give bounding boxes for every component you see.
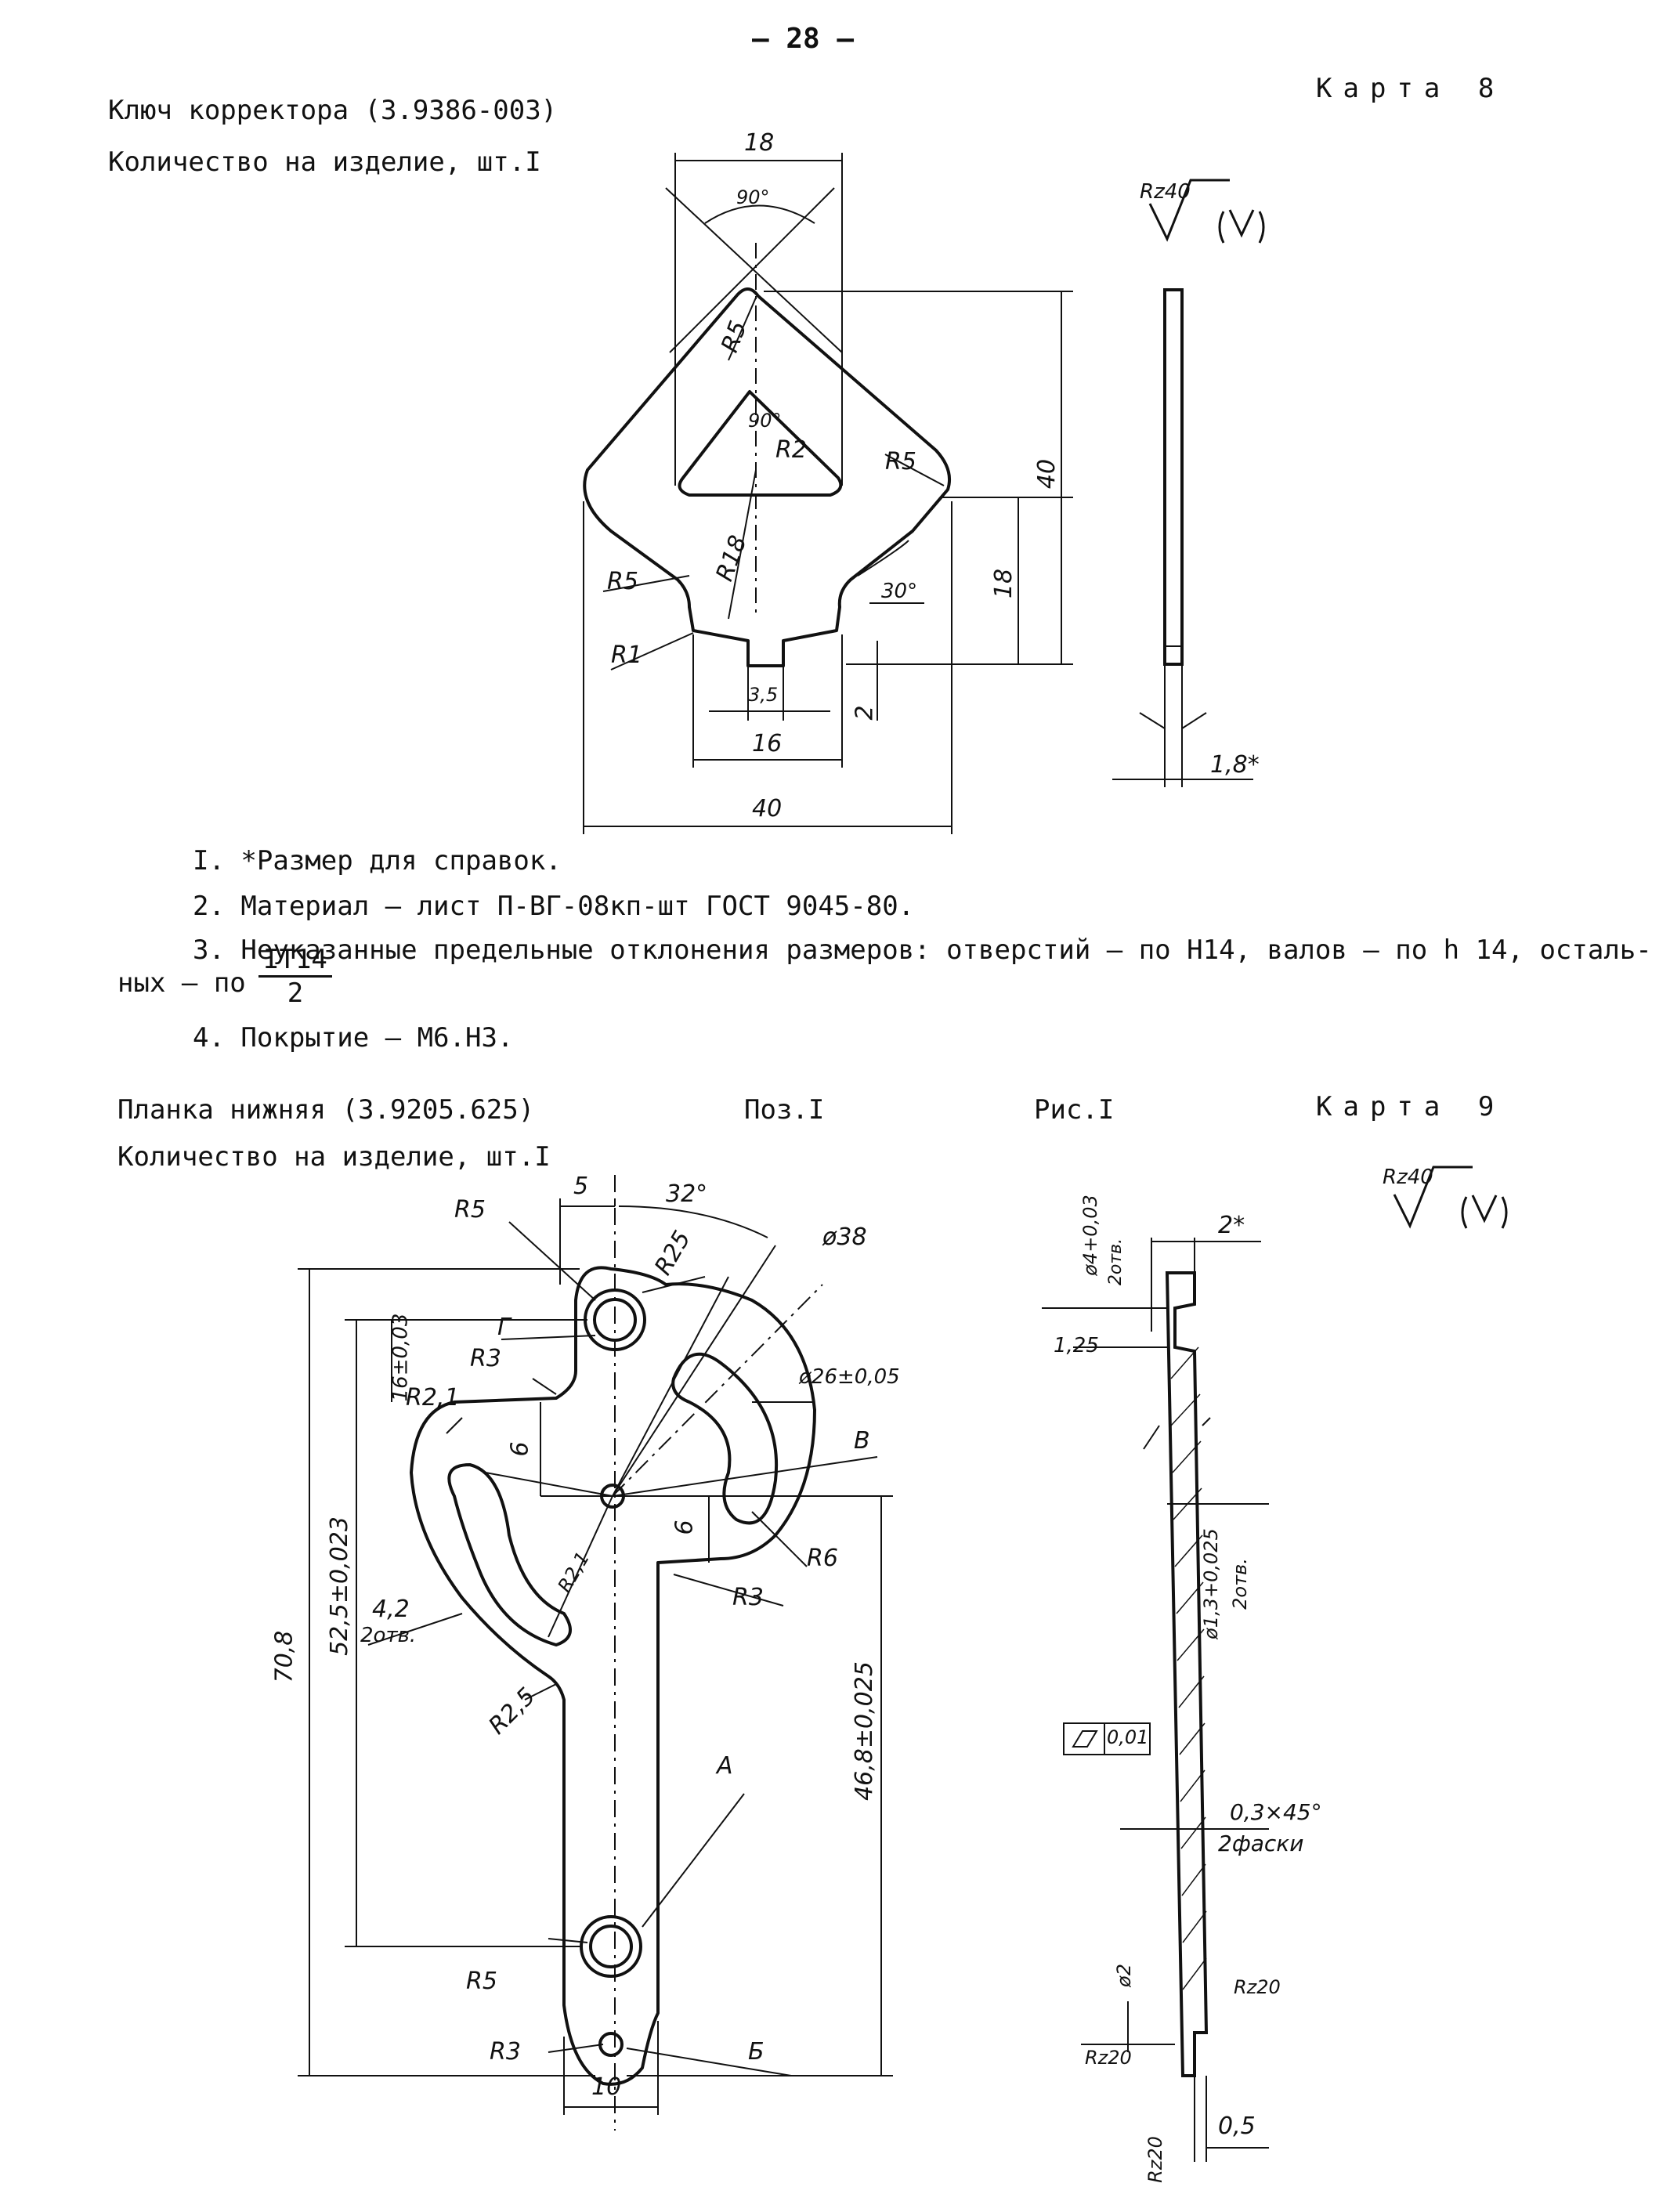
dim-125: 1,25 [1054, 1334, 1099, 1357]
dim-r5-bot: R5 [466, 1968, 497, 1995]
dim-2: 2* [1218, 1212, 1245, 1239]
card9-quantity: Количество на изделие, шт.I [117, 1141, 551, 1173]
dim-d4b: 2отв. [1106, 1238, 1126, 1286]
flatness-value: 0,01 [1107, 1726, 1149, 1748]
key-outline [583, 287, 952, 667]
dim-angle-30: 30° [881, 580, 918, 603]
dim-r5-top: R5 [454, 1196, 486, 1223]
card8-label: Карта 8 [1316, 73, 1506, 104]
dim-468: 46,8±0,025 [850, 1661, 878, 1801]
note-3-cont: ных – по [117, 967, 246, 999]
dim-d13: ø1,3+0,025 [1199, 1528, 1222, 1639]
page-number: – 28 – [752, 23, 855, 55]
dim-r3-c: R3 [490, 2038, 521, 2066]
rough-20a: Rz20 [1234, 1976, 1281, 1998]
dim-chamf-b: 2фаски [1218, 1831, 1304, 1856]
dim-slot-width: 3,5 [748, 684, 779, 706]
note-3-fraction: IT14 2 [258, 944, 332, 1009]
dim-chamf: 0,3×45° [1230, 1799, 1322, 1825]
dim-5: 5 [573, 1173, 589, 1200]
hole-b [598, 2032, 624, 2057]
dim-radius-left: R5 [607, 568, 638, 595]
card8-roughness: Rz40 [1140, 180, 1191, 204]
dim-r3-b: R3 [732, 1584, 764, 1611]
dim-total-width: 40 [752, 795, 783, 822]
dim-d4: ø4+0,03 [1079, 1195, 1101, 1276]
dim-d26: ø26±0,05 [799, 1365, 900, 1389]
card9-roughness: Rz40 [1383, 1166, 1433, 1189]
dim-42: 4,2 [372, 1596, 410, 1623]
dim-radius-inner: R2 [775, 436, 807, 464]
dim-g: Г [497, 1314, 511, 1341]
dim-jaw-width: 16 [752, 730, 783, 757]
dim-angle32: 32° [666, 1180, 708, 1208]
dim-42b: 2отв. [360, 1624, 417, 1647]
card8-quantity: Количество на изделие, шт.I [108, 146, 541, 178]
rough-20c: Rz20 [1144, 2136, 1166, 2183]
dim-angle-inner: 90° [748, 410, 782, 432]
label-a: А [717, 1752, 733, 1780]
dim-d13b: 2отв. [1228, 1558, 1251, 1610]
card9-pos: Поз.I [744, 1094, 825, 1126]
card8-drawing [583, 153, 1265, 834]
dim-708: 70,8 [270, 1630, 298, 1683]
slot-right [671, 1352, 779, 1525]
note-2: 2. Материал – лист П-ВГ-08кп-шт ГОСТ 904… [193, 891, 915, 922]
label-b: Б [748, 2038, 765, 2066]
card9-label: Карта 9 [1316, 1091, 1506, 1122]
dim-6b: 6 [671, 1520, 699, 1535]
dim-radius-r1: R1 [611, 642, 642, 669]
dim-d02: ø2 [1112, 1964, 1135, 1987]
note-3: 3. Неуказанные предельные отклонения раз… [193, 934, 1652, 966]
rough-20b: Rz20 [1085, 2047, 1132, 2069]
note-4: 4. Покрытие – М6.Н3. [193, 1022, 514, 1054]
dim-10: 10 [591, 2073, 622, 2101]
side-view [1165, 1271, 1209, 2077]
hole-a [580, 1915, 642, 1978]
key-inner-triangle [678, 390, 843, 497]
dim-r6: R6 [807, 1545, 838, 1572]
dim-top-width: 18 [744, 129, 775, 157]
dim-angle-top: 90° [736, 186, 770, 208]
dim-16: 16±0,03 [389, 1313, 413, 1402]
card9-title: Планка нижняя (3.9205.625) [117, 1094, 535, 1126]
dim-6a: 6 [506, 1441, 534, 1457]
card9-fig: Рис.I [1034, 1094, 1115, 1126]
note-1: I. *Размер для справок. [193, 845, 562, 876]
dim-thickness: 1,8* [1210, 751, 1260, 779]
slot-left [447, 1463, 572, 1646]
plank-outline [410, 1266, 816, 2086]
card8-title: Ключ корректора (3.9386-003) [108, 95, 558, 126]
dim-d38: ø38 [822, 1223, 867, 1251]
dim-525: 52,5±0,023 [325, 1516, 353, 1656]
dim-r21a: R2,1 [406, 1384, 460, 1411]
label-v: В [854, 1427, 870, 1455]
dim-r3-a: R3 [470, 1345, 501, 1372]
dim-05: 0,5 [1218, 2113, 1256, 2140]
dim-radius-side: R5 [885, 448, 916, 475]
